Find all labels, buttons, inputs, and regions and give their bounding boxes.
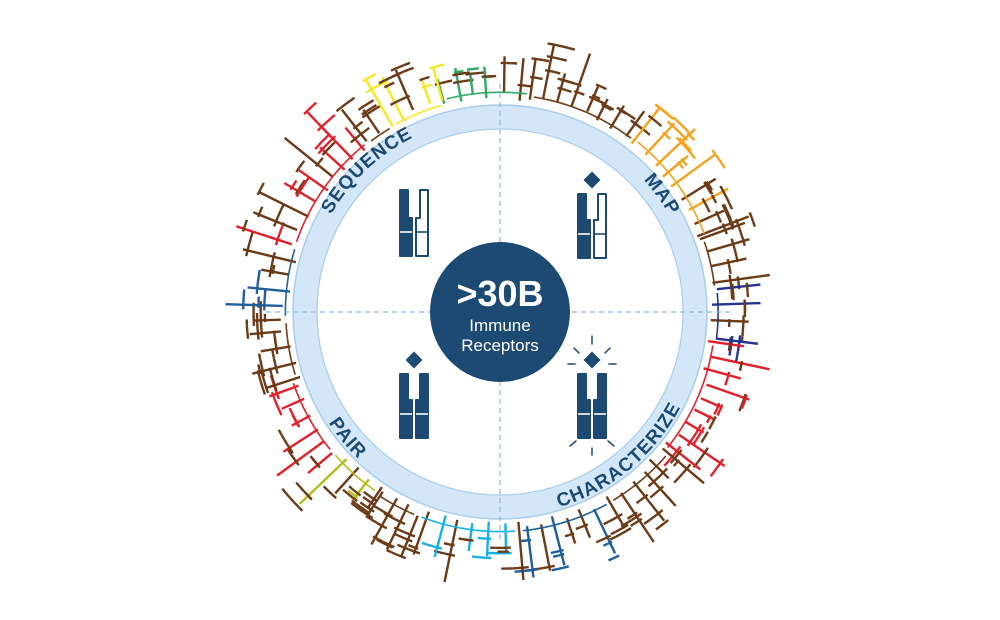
phylogenetic-tree-ring	[225, 42, 770, 583]
center-line-immune: Immune	[469, 316, 530, 335]
antigen-bound-receptor-icon	[577, 171, 607, 259]
center-line-receptors: Receptors	[461, 336, 538, 355]
center-count: >30B	[456, 273, 543, 314]
center-circle	[430, 242, 570, 382]
activation-rays-icon	[567, 335, 617, 456]
heavy-chain-receptor-icon	[399, 189, 429, 257]
activated-receptor-icon	[567, 335, 617, 456]
